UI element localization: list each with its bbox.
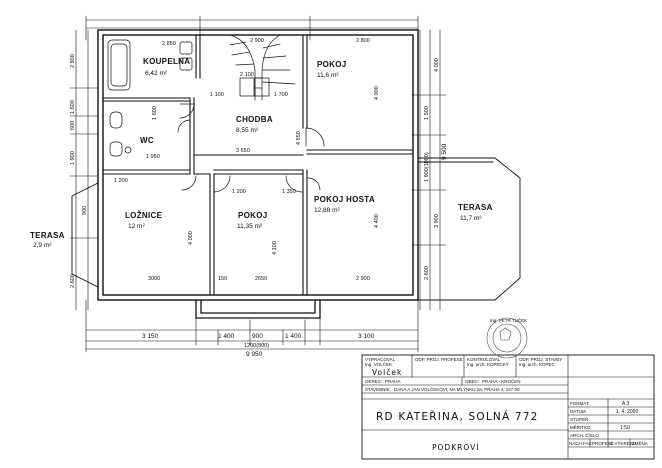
tb-label-obec: OBEC: (465, 379, 479, 384)
dim-right-5: 2 600 (424, 266, 430, 280)
dim-inner-6: 4 000 (374, 86, 380, 100)
room-area-terasa-left: 2,9 m² (33, 242, 52, 249)
dim-inner-13: 4 400 (374, 214, 380, 228)
dim-right-total: 9 500 (441, 143, 448, 160)
dim-left-4: 1 900 (70, 151, 76, 165)
windows (129, 29, 381, 319)
dim-right-2: 1 500 (424, 106, 430, 120)
stamp-text: Ing. PETR TUČEK (490, 317, 527, 323)
dim-left-3: 600 (70, 121, 76, 130)
dim-inner-7: 3 650 (236, 148, 250, 154)
room-name-chodba: CHODBA (236, 115, 273, 124)
dim-left-1: 2 900 (70, 54, 76, 68)
room-area-chodba: 8,55 m² (236, 127, 259, 134)
tb-label-zmena: ZMĚNA (632, 439, 648, 446)
tb-odp-proj-stavby-name: Ing. arch. KOPEC (519, 362, 556, 367)
tb-label-arch-cislo: ARCH. ČÍSLO (570, 432, 599, 438)
room-area-loznice: 12 m² (128, 223, 145, 230)
room-name-terasa-left: TERASA (30, 231, 65, 240)
tb-label-nach-fac: NACH.FAC (569, 441, 593, 446)
staircase (229, 34, 296, 101)
dim-bottom-room-2: 150 (218, 276, 227, 282)
dim-bottom-2: 1 400 (218, 333, 235, 340)
room-name-wc: WC (140, 136, 154, 145)
dim-bottom-1: 3 150 (142, 333, 159, 340)
dim-inner-1: 1 100 (210, 92, 224, 98)
dim-top-1: 2 850 (162, 41, 176, 47)
tb-vypracoval-name: Ing. VOLČEK (365, 361, 392, 367)
room-area-pokoj-2: 11,35 m² (237, 223, 263, 230)
terrace-left-outline (71, 182, 99, 288)
room-name-pokoj-2: POKOJ (238, 211, 268, 220)
dim-inner-12: 1 950 (146, 154, 160, 160)
dim-inner-3: 1 700 (274, 92, 288, 98)
tb-stavebnik-value: DANA A JAN VOLČEKOVI, NA MLÝNKU 2a, PRAH… (394, 386, 520, 392)
room-name-loznice: LOŽNICE (125, 211, 163, 220)
dim-inner-9: 1 350 (282, 189, 296, 195)
room-name-terasa-right: TERASA (458, 203, 493, 212)
tb-label-profese: PROFESE (592, 441, 614, 446)
dim-bottom-5: 3 100 (358, 333, 375, 340)
project-title: RD KATEŘINA, SOLNÁ 772 (376, 410, 539, 423)
tb-label-stavebnik: STAVEBNÍK: (365, 386, 391, 392)
room-area-koupelna: 6,42 m² (145, 70, 168, 77)
dim-bottom-3: 900 (252, 333, 263, 340)
tb-label-odp-proj-stavby: ODP. PROJ. STAVBY (519, 357, 562, 362)
drawing-title: PODKROVÍ (432, 443, 479, 452)
tb-datum-value: 1. 4. 2000 (616, 409, 638, 415)
dim-inner-5: 4 950 (296, 131, 302, 145)
tb-label-format: FORMÁT (570, 400, 589, 406)
tb-label-vypracoval: VYPRACOVAL (365, 357, 396, 362)
title-block (361, 354, 655, 460)
terrace-right-outline (417, 157, 521, 301)
tb-format-value: A 3 (622, 401, 629, 407)
tb-meritko-value: 1:50 (620, 425, 630, 431)
bottom-bay-walls (195, 299, 321, 319)
room-name-pokoj-1: POKOJ (317, 60, 347, 69)
dim-left-6: 2 600 (70, 274, 76, 288)
tb-label-okres: OKRES: (365, 379, 382, 384)
dim-bottom-room-3: 2650 (255, 276, 267, 282)
room-name-koupelna: KOUPELNA (143, 57, 190, 66)
tb-label-stupen: STUPEŇ (570, 416, 588, 422)
dim-bottom-room-1: 3000 (148, 276, 160, 282)
dim-bottom-room-4: 2 900 (356, 276, 370, 282)
dim-right-1: 4 000 (434, 58, 440, 72)
dim-total-width: 9 950 (246, 351, 263, 358)
tb-signature: Volček (372, 368, 402, 377)
engineer-stamp (486, 317, 528, 359)
dim-right-3: 1 800(1000) (424, 152, 430, 182)
dim-top-3: 2 800 (356, 38, 370, 44)
room-name-pokoj-hosta: POKOJ HOSTA (314, 195, 375, 204)
tb-okres-value: PRAHA (385, 379, 401, 384)
room-area-pokoj-hosta: 12,88 m² (314, 207, 340, 214)
dim-inner-4: 1 600 (152, 106, 158, 120)
doors (177, 103, 325, 193)
dim-inner-8: 1 200 (232, 189, 246, 195)
dim-left-5: 900 (82, 206, 88, 215)
bathroom-fixtures (107, 39, 193, 157)
room-area-pokoj-1: 11,6 m² (317, 72, 339, 79)
tb-obec-value: PRAHA - KROČEN (482, 378, 521, 384)
dimension-lines (69, 15, 447, 353)
dim-right-4: 3 900 (434, 214, 440, 228)
room-area-terasa-right: 11,7 m² (460, 215, 482, 222)
dim-top-2: 2 900 (250, 38, 264, 44)
interior-walls (102, 34, 414, 296)
tb-label-c-vykresu: Č.VÝKRESU (610, 440, 636, 446)
dim-left-2: 1 600 (70, 100, 76, 114)
tb-label-kontroloval: KONTROLOVAL (467, 357, 501, 362)
tb-label-meritko: MĚŘÍTKO: (570, 423, 592, 430)
dim-bottom-4: 1 400 (285, 333, 302, 340)
dim-inner-10: 4 100 (272, 241, 278, 255)
dim-inner-14: 1 200 (114, 178, 128, 184)
dim-inner-11: 4 000 (188, 231, 194, 245)
tb-label-datum: DATUM (570, 409, 586, 414)
tb-label-odp-proj-profese: ODP. PROJ. PROFESE (415, 357, 463, 362)
tb-kontroloval-name: Ing. arch. KOPECKÝ (467, 361, 509, 367)
dim-bottom-sub: 1200(800) (244, 343, 269, 349)
dim-inner-2: 2 100 (240, 72, 254, 78)
